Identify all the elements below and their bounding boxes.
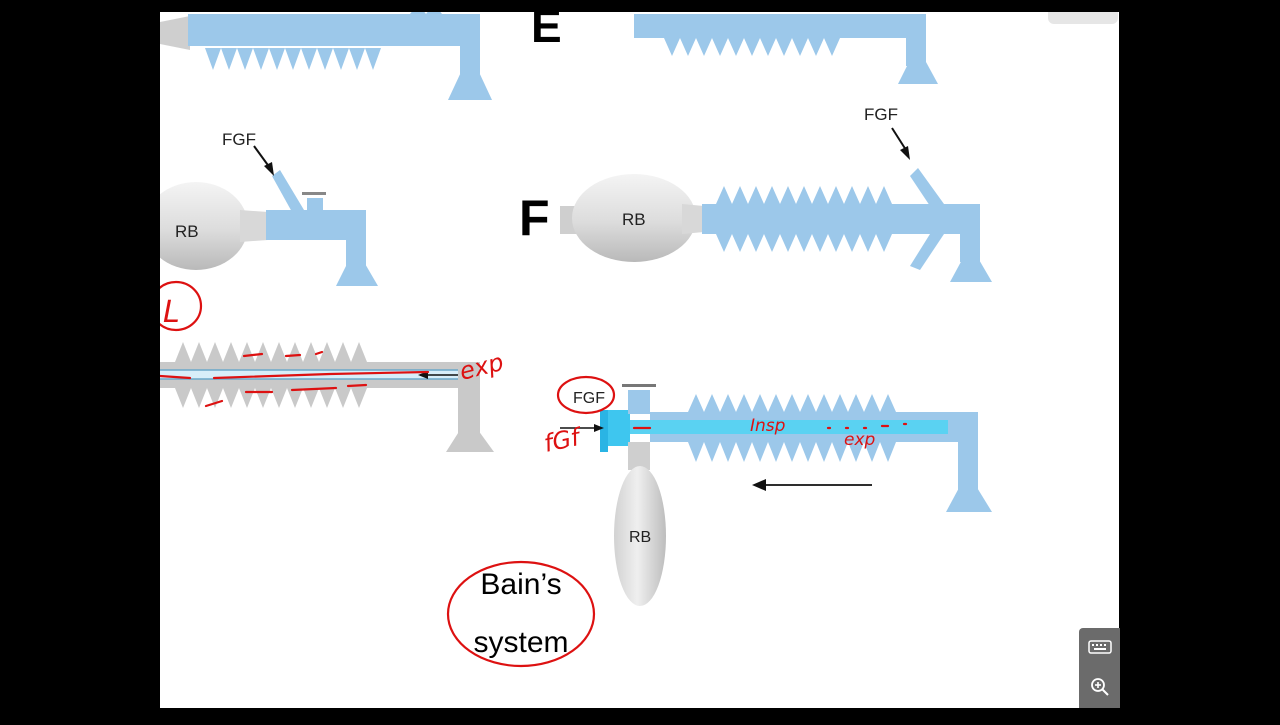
bains-circuit bbox=[560, 384, 992, 606]
circuit-d-partial bbox=[160, 12, 492, 100]
rb-label-left: RB bbox=[175, 222, 199, 241]
reservoir-bag-left bbox=[160, 182, 248, 270]
fgf-label-bottom: FGF bbox=[573, 390, 605, 407]
top-right-handle[interactable] bbox=[1048, 12, 1118, 24]
annotation-insp: Insp bbox=[750, 416, 786, 436]
circuit-left-middle bbox=[160, 145, 378, 286]
panel-label-e: E bbox=[531, 0, 562, 52]
viewer-toolbar bbox=[1079, 628, 1120, 708]
caption-line-2: system bbox=[473, 626, 568, 659]
caption-line-1: Bain’s bbox=[480, 568, 561, 601]
circuit-f bbox=[560, 127, 992, 282]
circled-fragment bbox=[160, 280, 203, 332]
rb-label-f: RB bbox=[622, 210, 646, 229]
red-annotations: L exp fGf Insp exp bbox=[160, 280, 908, 668]
annotation-circled-fragment: L bbox=[163, 295, 180, 330]
rb-label-bottom: RB bbox=[629, 529, 651, 546]
caption-circle bbox=[446, 560, 596, 668]
keyboard-icon[interactable] bbox=[1084, 632, 1115, 662]
zoom-in-icon[interactable] bbox=[1084, 672, 1115, 702]
reservoir-bag-f bbox=[572, 174, 696, 262]
annotation-exp-right: exp bbox=[844, 430, 876, 450]
fgf-label-f: FGF bbox=[864, 105, 898, 124]
reservoir-bag-bains bbox=[614, 466, 666, 606]
fgf-label-left: FGF bbox=[222, 130, 256, 149]
panel-label-f: F bbox=[519, 190, 550, 246]
circled-fgf bbox=[556, 375, 616, 415]
circuit-e-partial bbox=[634, 14, 938, 84]
